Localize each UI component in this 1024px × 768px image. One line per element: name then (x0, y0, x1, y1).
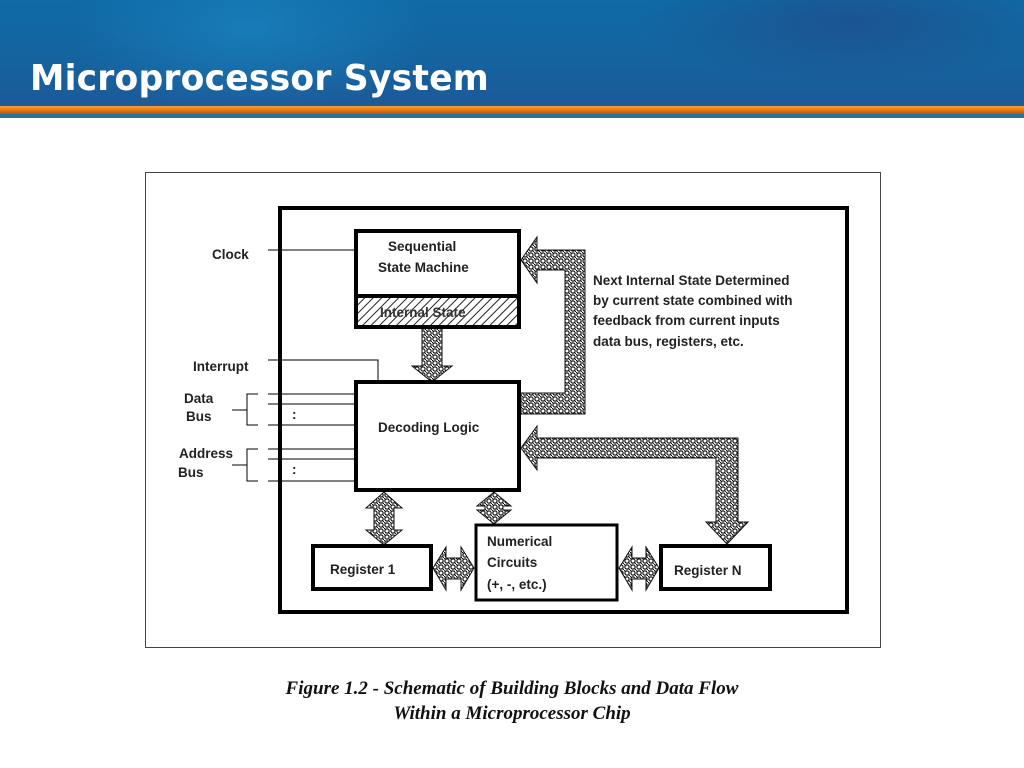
decoding-logic-label: Decoding Logic (378, 420, 480, 435)
chip-boundary (278, 206, 849, 614)
numerical-circuits-block: Numerical Circuits (+, -, etc.) (474, 523, 619, 602)
clock-label: Clock (212, 247, 249, 262)
header-blue-stripe (0, 114, 1024, 118)
address-bus-label-2: Bus (178, 465, 204, 480)
address-bus-ellipsis: : (292, 462, 297, 477)
internal-state-label: Internal State (380, 305, 466, 320)
sequential-state-machine-block: Sequential State Machine Internal State (354, 229, 521, 329)
slide-header: Microprocessor System (0, 0, 1024, 106)
annotation-line-4: data bus, registers, etc. (593, 334, 744, 349)
decoding-numerical-arrow (475, 491, 513, 525)
numerical-label-3: (+, -, etc.) (487, 577, 547, 592)
interrupt-line (268, 359, 379, 382)
address-bus-label-1: Address (179, 446, 233, 461)
register-n-label: Register N (674, 563, 742, 578)
figure-caption-line-1: Figure 1.2 - Schematic of Building Block… (285, 678, 739, 699)
interrupt-label: Interrupt (193, 359, 249, 374)
annotation-line-1: Next Internal State Determined (593, 273, 790, 288)
annotation-line-2: by current state combined with (593, 293, 793, 308)
data-bus-label-1: Data (184, 391, 214, 406)
register-n-block: Register N (659, 544, 772, 591)
decoding-logic-block: Decoding Logic (354, 380, 521, 492)
register1-numerical-arrow (432, 545, 475, 592)
state-machine-label-2: State Machine (378, 260, 469, 275)
slide-title: Microprocessor System (30, 58, 489, 99)
address-bus-lines (232, 448, 356, 482)
decoding-register1-arrow (364, 491, 404, 546)
figure-caption-line-2: Within a Microprocessor Chip (393, 703, 631, 724)
register-1-block: Register 1 (311, 544, 433, 591)
annotation-line-3: feedback from current inputs (593, 313, 780, 328)
numerical-label-1: Numerical (487, 534, 552, 549)
feedback-arrow (520, 235, 586, 415)
state-machine-label-1: Sequential (388, 239, 456, 254)
data-bus-label-2: Bus (186, 409, 212, 424)
state-to-decoding-arrow (410, 327, 454, 383)
header-orange-stripe (0, 106, 1024, 114)
numerical-registern-arrow (618, 545, 660, 592)
data-bus-ellipsis: : (292, 407, 297, 422)
register-1-label: Register 1 (330, 562, 396, 577)
feedback-annotation: Next Internal State Determined by curren… (593, 273, 793, 349)
numerical-label-2: Circuits (487, 555, 537, 570)
register-n-feedback-arrow (520, 424, 750, 545)
data-bus-lines (232, 393, 356, 426)
